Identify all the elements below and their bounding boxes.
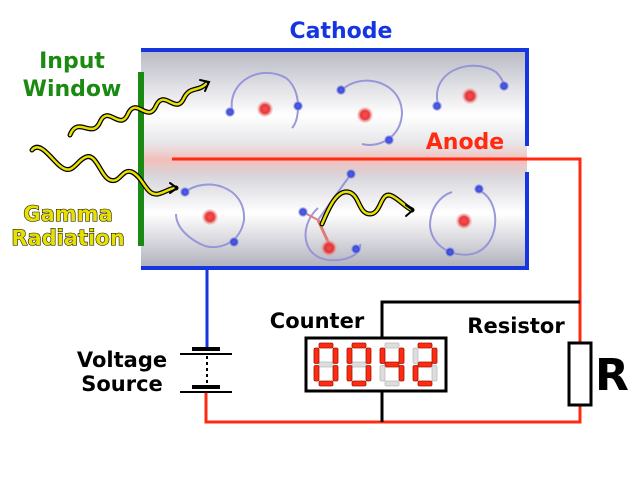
- counter-label: Counter: [270, 309, 365, 333]
- electron: [336, 85, 346, 95]
- digit-segment-b: [398, 347, 405, 364]
- circuit: [172, 157, 582, 424]
- atom: [175, 183, 246, 249]
- digit-segment-c: [398, 365, 405, 382]
- input-window-label-line1: Input: [39, 49, 105, 74]
- resistor: [567, 341, 593, 407]
- digit-segment-d: [384, 380, 400, 387]
- electron: [229, 237, 239, 247]
- counter-digit: [313, 342, 339, 387]
- input-window-label-line2: Window: [23, 77, 122, 102]
- atom-ionized: [298, 169, 362, 262]
- nucleus: [257, 101, 273, 117]
- digit-segment-d: [351, 380, 367, 387]
- gamma-ray-middle: [29, 144, 179, 197]
- voltage-label-line1: Voltage: [77, 348, 167, 372]
- electron: [346, 169, 356, 179]
- digit-segment-g: [417, 361, 433, 368]
- electron: [499, 81, 509, 91]
- digit-segment-c: [365, 365, 372, 382]
- resistor-label: Resistor: [467, 314, 565, 338]
- anode-label: Anode: [426, 130, 504, 155]
- digit-segment-e: [346, 365, 353, 382]
- digit-segment-a: [351, 342, 367, 349]
- digit-segment-f: [313, 347, 320, 364]
- electron: [180, 187, 190, 197]
- electron: [298, 207, 308, 217]
- digit-segment-a: [384, 342, 400, 349]
- cathode-wall: [141, 48, 529, 270]
- digit-segment-f: [346, 347, 353, 364]
- digit-segment-d: [417, 380, 433, 387]
- atom: [428, 184, 497, 257]
- digit-segment-d: [318, 380, 334, 387]
- digit-segment-g: [351, 361, 367, 368]
- nucleus: [462, 88, 478, 104]
- resistor-symbol: R: [595, 350, 629, 401]
- electron: [293, 101, 303, 111]
- cathode-label: Cathode: [290, 19, 393, 44]
- counter-digit: [346, 342, 372, 387]
- electron: [384, 135, 394, 145]
- nucleus: [357, 107, 373, 123]
- nucleus: [321, 240, 337, 256]
- digit-segment-b: [365, 347, 372, 364]
- gamma-label-line2: Radiation: [11, 226, 124, 250]
- digit-segment-e: [379, 365, 386, 382]
- voltage-label-line2: Source: [81, 372, 163, 396]
- counter-device: [304, 336, 448, 393]
- digit-segment-e: [313, 365, 320, 382]
- digit-segment-b: [332, 347, 339, 364]
- electron: [225, 107, 235, 117]
- digit-segment-c: [332, 365, 339, 382]
- counter-digit: [412, 342, 438, 387]
- digit-segment-g: [384, 361, 400, 368]
- digit-segment-f: [379, 347, 386, 364]
- atom: [336, 79, 404, 146]
- digit-segment-f: [412, 347, 419, 364]
- counter-wire-top: [380, 300, 580, 337]
- digit-segment-e: [412, 365, 419, 382]
- counter-digit: [379, 342, 405, 387]
- electron: [474, 184, 484, 194]
- counter-digits: [313, 342, 438, 387]
- nucleus: [202, 209, 218, 225]
- gamma-ray-upper: [67, 79, 211, 138]
- anode-wire: [172, 157, 582, 424]
- digit-segment-a: [417, 342, 433, 349]
- voltage-source: [180, 347, 232, 393]
- resistor-body: [567, 341, 593, 407]
- electron: [445, 247, 455, 257]
- nucleus: [456, 213, 472, 229]
- digit-segment-g: [318, 361, 334, 368]
- electron: [351, 244, 361, 254]
- digit-segment-c: [431, 365, 438, 382]
- atom: [225, 72, 303, 129]
- gamma-label-line1: Gamma: [23, 202, 112, 226]
- digit-segment-b: [431, 347, 438, 364]
- electron: [432, 101, 442, 111]
- digit-segment-a: [318, 342, 334, 349]
- gamma-ray-inside: [319, 189, 415, 227]
- atom: [432, 64, 509, 111]
- gas-atoms: [175, 64, 509, 262]
- gamma-rays: [29, 79, 415, 227]
